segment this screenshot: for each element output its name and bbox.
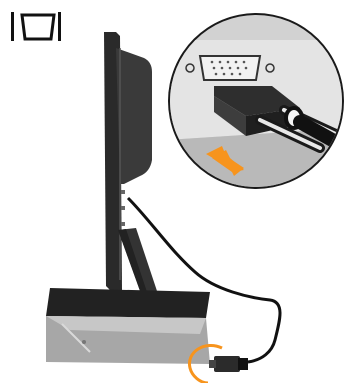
video-cable xyxy=(126,196,282,364)
monitor-side-view xyxy=(104,32,152,290)
connector-highlight-ring xyxy=(188,344,223,383)
monitor-stand xyxy=(118,228,160,302)
vga-port-icon xyxy=(11,12,61,41)
cable-connector xyxy=(209,356,248,372)
vga-port xyxy=(185,55,275,81)
rear-port-dot xyxy=(121,206,125,210)
rear-port-dot xyxy=(121,190,125,194)
monitor-base xyxy=(46,288,210,364)
connector-zoom-callout xyxy=(168,13,344,189)
rear-port-dot xyxy=(121,222,125,226)
